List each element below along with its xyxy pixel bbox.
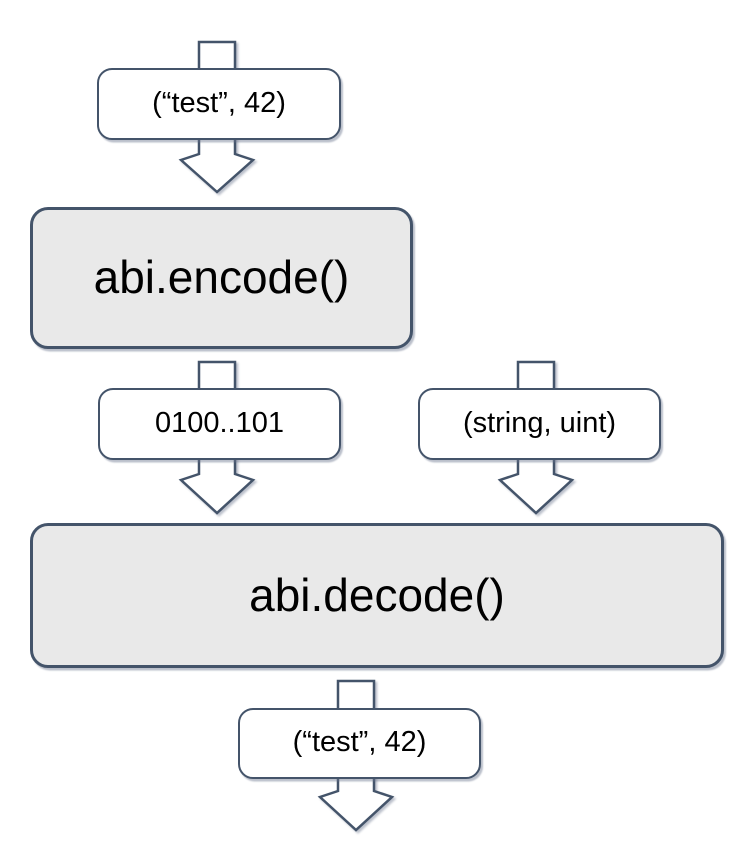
node-abi-encode: abi.encode() xyxy=(30,207,413,349)
node-type-tuple: (string, uint) xyxy=(418,388,661,460)
node-abi-decode: abi.decode() xyxy=(30,523,724,668)
node-abi-decode-label: abi.decode() xyxy=(249,568,505,621)
node-abi-encode-label: abi.encode() xyxy=(93,251,350,303)
node-output-tuple-label: (“test”, 42) xyxy=(292,726,427,758)
node-encoded-bytes-label: 0100..101 xyxy=(154,406,284,439)
node-input-tuple-label: (“test”, 42) xyxy=(152,86,286,119)
node-input-tuple: (“test”, 42) xyxy=(97,68,341,140)
node-type-tuple-label: (string, uint) xyxy=(462,406,617,439)
node-encoded-bytes: 0100..101 xyxy=(98,388,341,460)
node-output-tuple: (“test”, 42) xyxy=(238,708,481,779)
